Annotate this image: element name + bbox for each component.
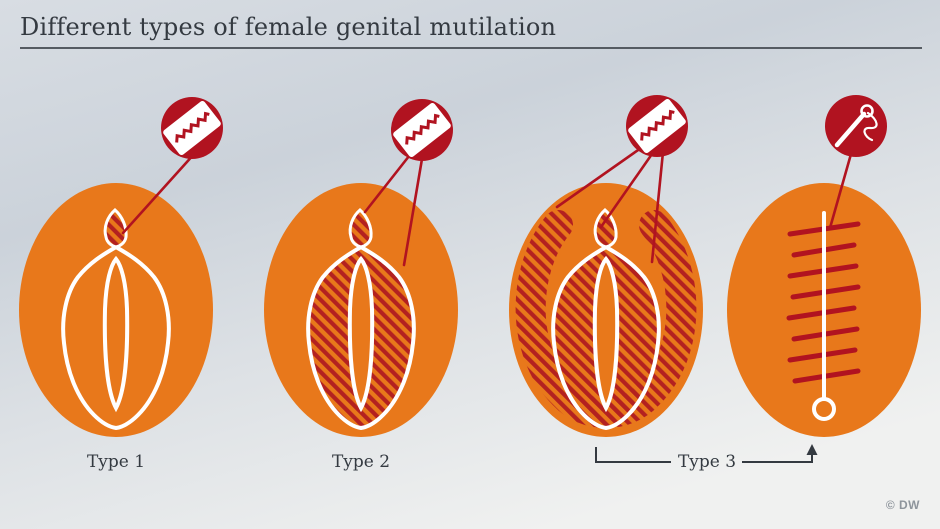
vulva-diagram-type-2 bbox=[264, 183, 458, 437]
oval-background bbox=[19, 183, 213, 437]
copyright-notice: © DW bbox=[885, 498, 920, 512]
vulva-diagram-type-1 bbox=[19, 183, 213, 437]
inner-opening bbox=[592, 257, 620, 410]
needle-thread-icon bbox=[825, 95, 887, 157]
infographic-title: Different types of female genital mutila… bbox=[20, 13, 557, 41]
label-type-1: Type 1 bbox=[86, 452, 146, 472]
label-type-3: Type 3 bbox=[677, 452, 737, 472]
razor-blade-icon bbox=[626, 95, 688, 157]
type3-arrowhead bbox=[806, 444, 818, 455]
seam-loop bbox=[812, 397, 836, 421]
razor-blade-icon bbox=[161, 97, 223, 159]
label-type-2: Type 2 bbox=[331, 452, 391, 472]
title-divider bbox=[20, 47, 922, 49]
vulva-diagram-type-3b-stitched bbox=[727, 183, 921, 437]
razor-blade-icon bbox=[391, 99, 453, 161]
connector-lines bbox=[121, 146, 853, 267]
inner-opening bbox=[347, 257, 375, 410]
